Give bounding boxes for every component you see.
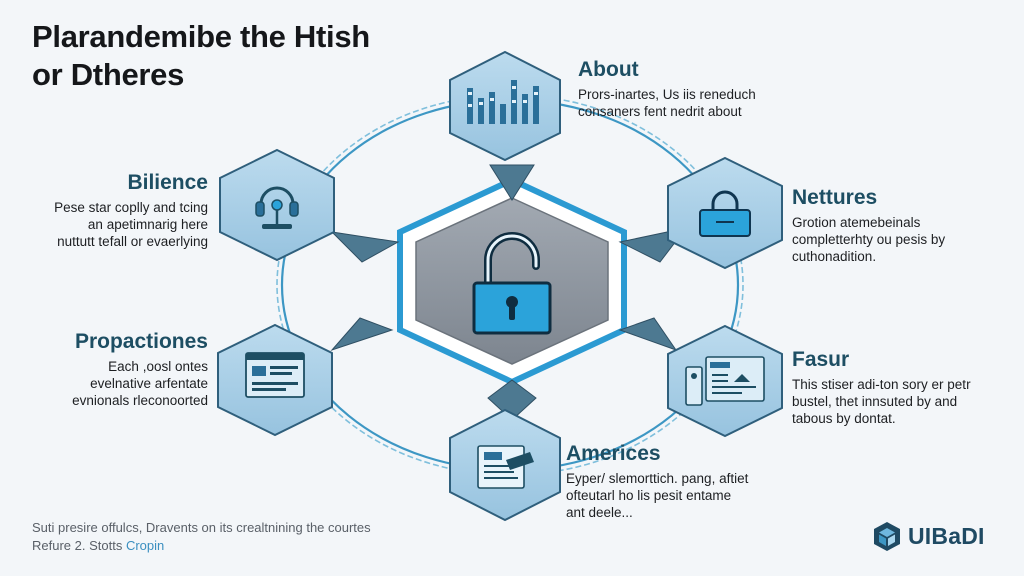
laptop-document-icon [477,445,534,489]
node-americes-heading: Americes [566,442,661,465]
headset-icon [255,186,299,229]
node-propactiones-line-1: Each ,oosl ontes [108,359,208,374]
footer-link[interactable]: Cropin [125,538,165,553]
node-about-desc: Prors-inartes, Us iis reneduch consaners… [578,86,818,120]
arrow-lower-right [618,317,678,351]
node-nettures-line-2: completterhty ou pesis by [792,232,946,247]
node-nettures-line-3: cuthonadition. [792,249,877,264]
node-about-heading: About [578,58,639,81]
node-propactiones: Propactiones Each ,oosl ontes evelnative… [20,330,208,409]
footer: Suti presire offulcs, Dravents on its cr… [32,519,371,555]
title-line-2: or Dtheres [32,57,185,92]
node-about-line-1: Prors-inartes, Us iis reneduch [578,87,756,102]
node-propactiones-heading: Propactiones [74,330,208,353]
padlock-icon [699,190,751,237]
node-nettures: Nettures Grotion atemebeinals completter… [792,186,997,265]
node-bilience: Bilience Pese star coplly and tcing an a… [20,171,208,250]
cube-logo-icon [874,522,900,551]
node-fasur-heading: Fasur [792,348,850,371]
node-bilience-line-3: nuttutt tefall or evaerlying [57,234,208,249]
node-nettures-heading: Nettures [792,186,878,209]
node-bilience-desc: Pese star coplly and tcing an apetimnari… [20,199,208,250]
arrow-lower-left [330,317,394,352]
arrow-top [489,164,535,201]
node-bilience-heading: Bilience [127,171,208,194]
hexagon-bilience [219,148,335,262]
documents-icon [685,356,765,406]
node-propactiones-desc: Each ,oosl ontes evelnative arfentate ev… [20,358,208,409]
node-propactiones-line-3: evnionals rleconoorted [72,393,208,408]
arrow-upper-left [330,231,400,263]
node-bilience-line-1: Pese star coplly and tcing [54,200,208,215]
node-nettures-desc: Grotion atemebeinals completterhty ou pe… [792,214,997,265]
bar-chart-icon [467,80,539,124]
node-about: About Prors-inartes, Us iis reneduch con… [578,58,818,120]
node-propactiones-line-2: evelnative arfentate [90,376,208,391]
hexagon-propactiones [217,323,333,437]
node-fasur-line-2: bustel, thet innsuted by and [792,394,958,409]
hexagon-nettures [667,156,783,270]
node-americes-line-3: ant deele... [566,505,633,520]
center-hexagon [397,176,627,386]
hexagon-americes [449,408,561,522]
logo-text: UIBaDI [908,522,985,549]
hexagon-about [449,50,561,162]
footer-line-1: Suti presire offulcs, Dravents on its cr… [32,520,371,535]
node-fasur-desc: This stiser adi-ton sory er petr bustel,… [792,376,1007,427]
page-title: Plarandemibe the Htish or Dtheres [32,18,370,94]
node-about-line-2: consaners fent nedrit about [578,104,742,119]
browser-window-icon [245,352,305,398]
brand-logo: UIBaDI [872,520,985,552]
node-americes-line-2: ofteutarl ho lis pesit entame [566,488,732,503]
footer-line-2: Refure 2. Stotts Cropin [32,537,371,555]
node-fasur-line-3: tabous by dontat. [792,411,896,426]
title-line-1: Plarandemibe the Htish [32,19,370,54]
node-americes-desc: Eyper/ slemorttich. pang, aftiet ofteuta… [566,470,796,521]
node-bilience-line-2: an apetimnarig here [87,217,208,232]
node-americes: Americes Eyper/ slemorttich. pang, aftie… [566,442,796,521]
footer-line-2-prefix: Refure 2. Stotts [32,538,126,553]
hexagon-fasur [667,324,783,438]
node-nettures-line-1: Grotion atemebeinals [792,215,921,230]
node-fasur: Fasur This stiser adi-ton sory er petr b… [792,348,1007,427]
node-americes-line-1: Eyper/ slemorttich. pang, aftiet [566,471,749,486]
unlocked-padlock-icon [472,232,552,335]
node-fasur-line-1: This stiser adi-ton sory er petr [792,377,971,392]
